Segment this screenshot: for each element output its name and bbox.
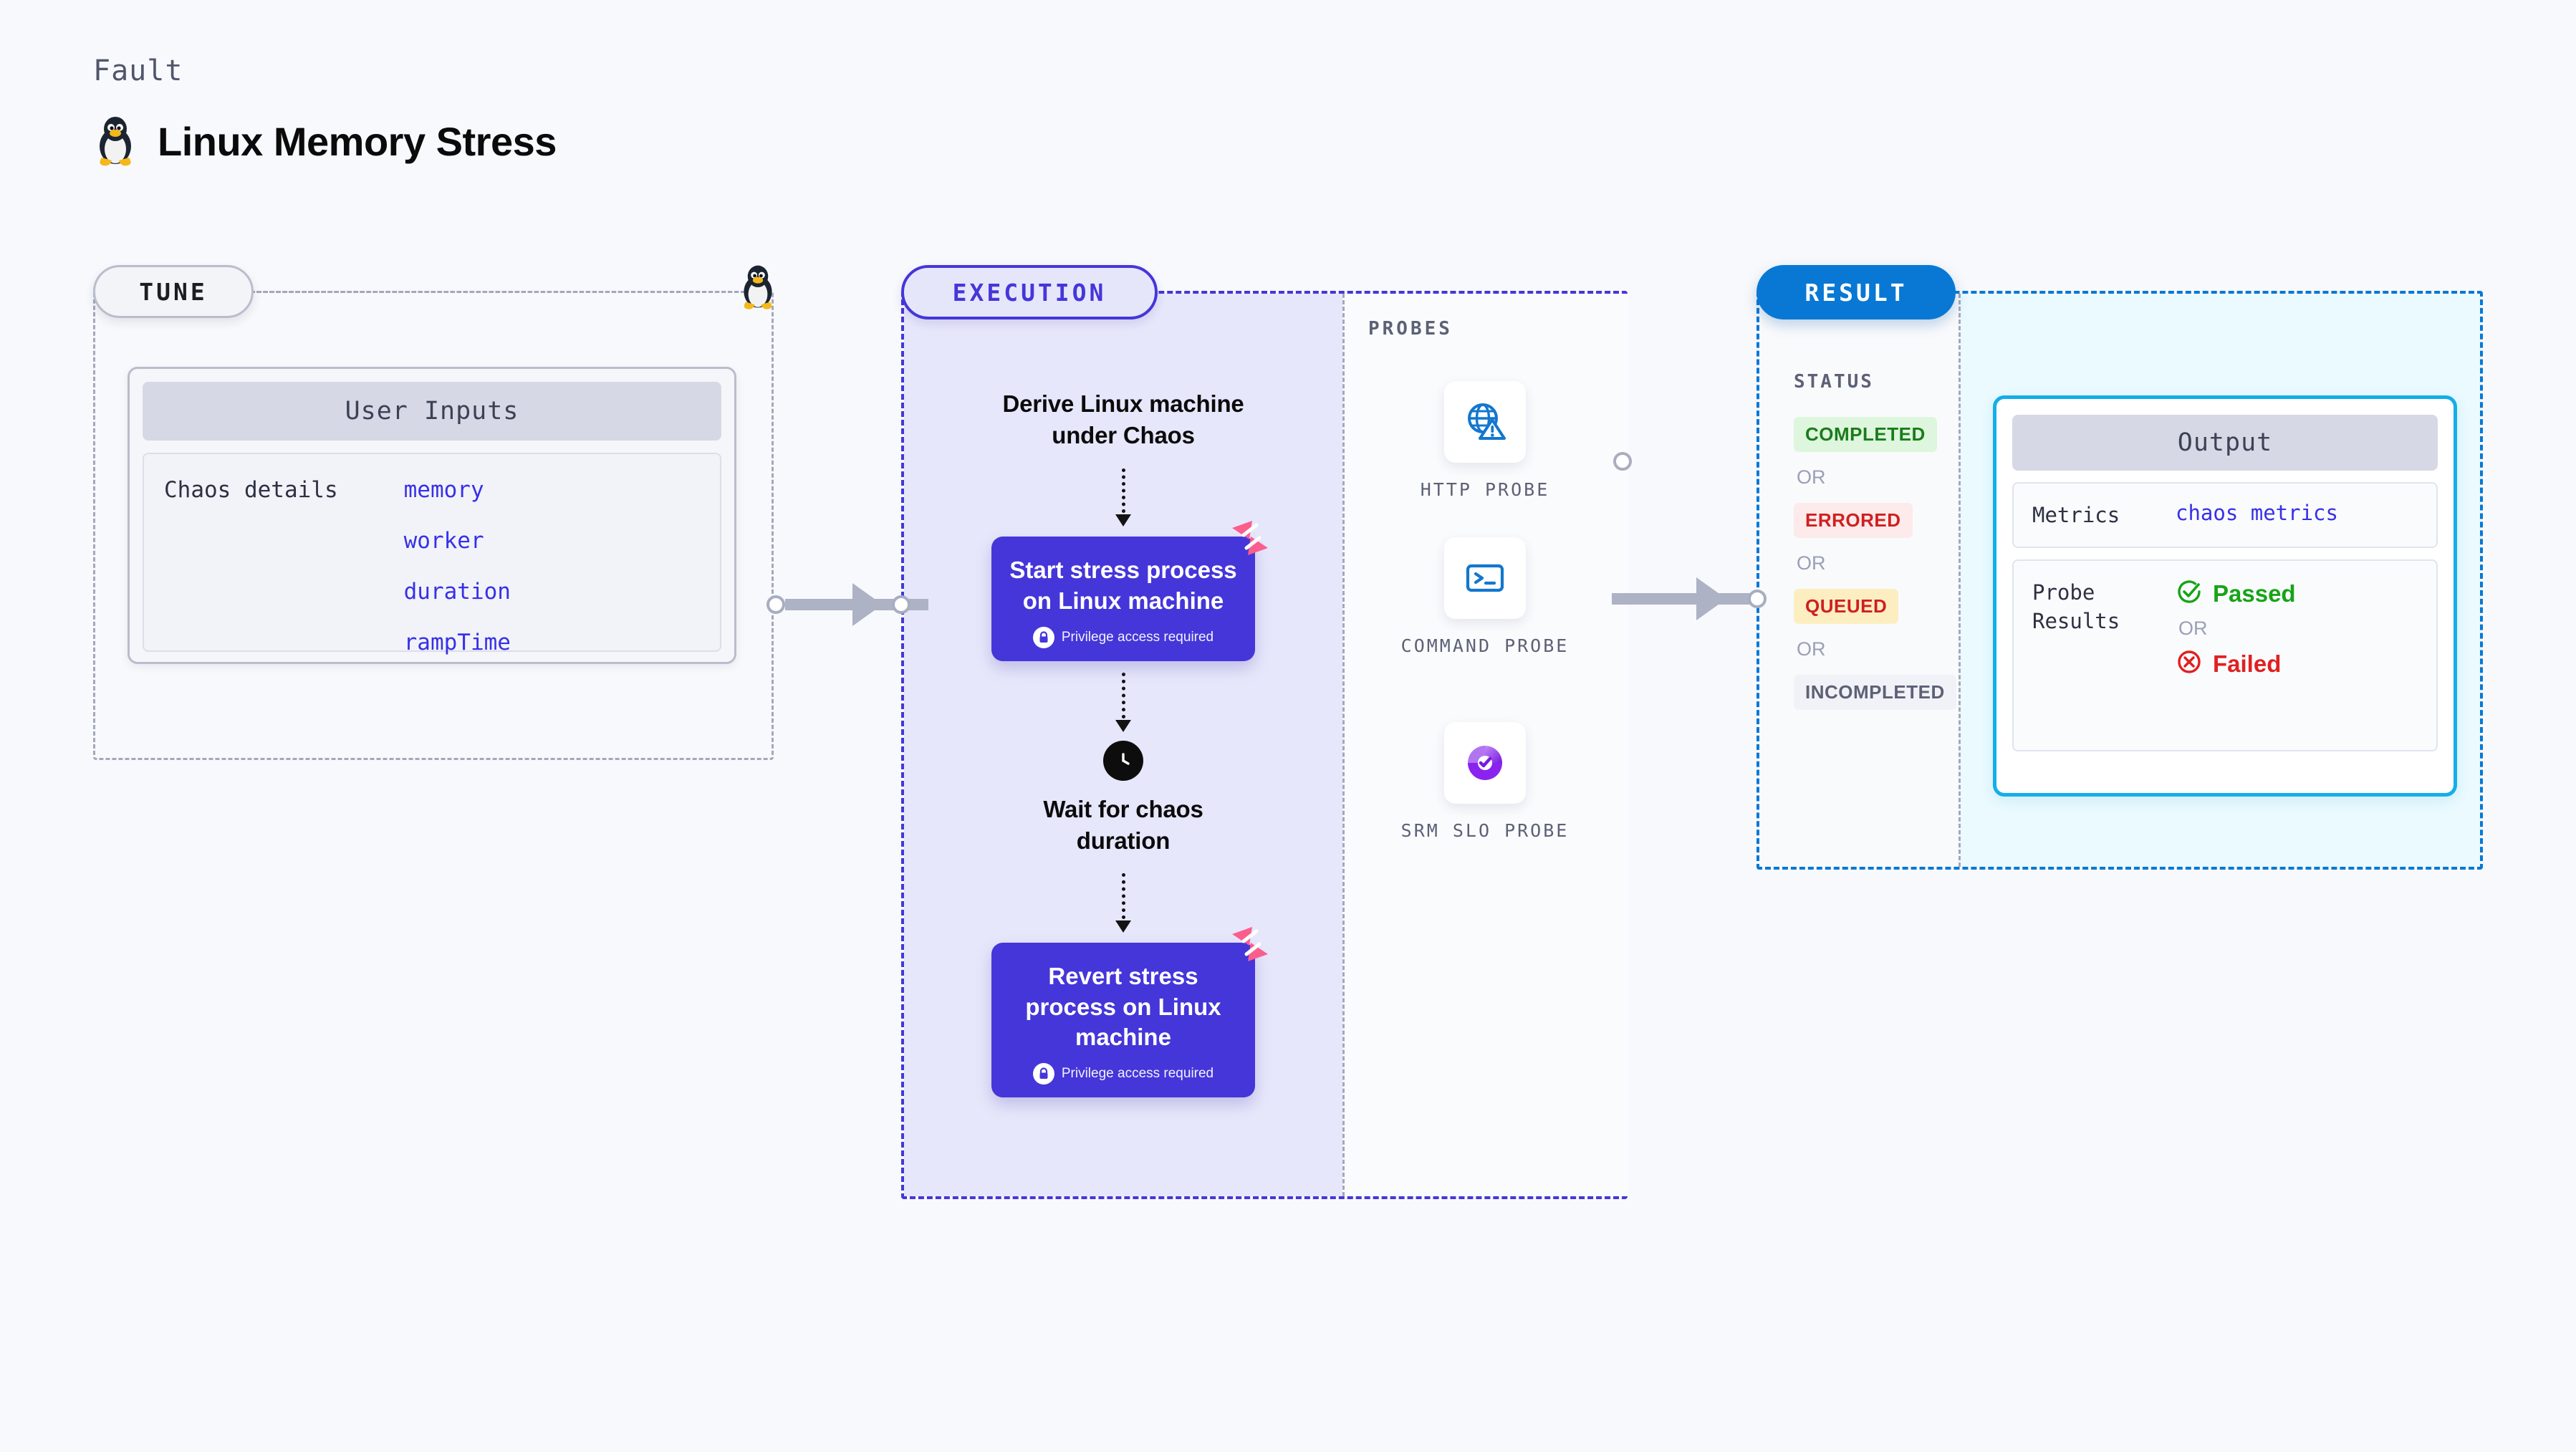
execution-region: PROBES HTTP PROBE bbox=[901, 291, 1628, 1199]
linux-penguin-icon-marker bbox=[738, 264, 778, 314]
lock-icon bbox=[1032, 1063, 1054, 1085]
lock-icon bbox=[1032, 627, 1054, 649]
step-wait-duration: Wait for chaos duration bbox=[1043, 796, 1203, 855]
user-inputs-card: User Inputs Chaos details memory worker … bbox=[128, 367, 736, 664]
port-dot-result-in bbox=[1748, 590, 1767, 608]
clock-icon bbox=[1103, 741, 1143, 782]
harness-logo-icon bbox=[1228, 518, 1272, 558]
output-metrics-key: Metrics bbox=[2032, 503, 2120, 527]
privilege-note-text: Privilege access required bbox=[1061, 1066, 1214, 1082]
privilege-note: Privilege access required bbox=[1006, 1063, 1241, 1085]
privilege-note: Privilege access required bbox=[1006, 627, 1241, 649]
arrow-wait-to-revert bbox=[1115, 872, 1131, 933]
user-inputs-header: User Inputs bbox=[143, 382, 721, 441]
chaos-details-values: memory worker duration rampTime bbox=[403, 477, 511, 655]
harness-logo-icon bbox=[1228, 924, 1272, 964]
status-or-3: OR bbox=[1797, 638, 1826, 660]
status-column bbox=[1759, 294, 1959, 867]
status-or-1: OR bbox=[1797, 466, 1826, 488]
chaos-value-memory: memory bbox=[403, 477, 484, 503]
probes-column: PROBES HTTP PROBE bbox=[1342, 294, 1628, 1196]
probe-item-srm-slo[interactable]: SRM SLO PROBE bbox=[1342, 722, 1628, 844]
chaos-value-ramptime: rampTime bbox=[403, 630, 511, 655]
step-derive-machine: Derive Linux machine under Chaos bbox=[1002, 390, 1244, 449]
port-dot-execution-in bbox=[892, 595, 910, 614]
probe-label-http: HTTP PROBE bbox=[1420, 479, 1550, 500]
chaos-details-label: Chaos details bbox=[164, 477, 338, 503]
check-circle-icon bbox=[2176, 578, 2203, 609]
terminal-icon bbox=[1444, 537, 1526, 619]
probe-passed-label: Passed bbox=[2213, 580, 2296, 607]
globe-warning-icon bbox=[1444, 381, 1526, 463]
action-card-title: Revert stress process on Linux machine bbox=[1025, 962, 1221, 1051]
action-card-start-stress[interactable]: Start stress process on Linux machine Pr… bbox=[991, 521, 1268, 662]
probe-label-srm-slo: SRM SLO PROBE bbox=[1400, 820, 1570, 841]
probe-result-failed: Failed bbox=[2176, 648, 2296, 679]
probe-item-http[interactable]: HTTP PROBE bbox=[1342, 381, 1628, 503]
arrow-start-to-wait bbox=[1115, 673, 1131, 733]
port-dot-execution-out bbox=[1613, 452, 1632, 471]
status-label: STATUS bbox=[1794, 371, 1874, 393]
result-pill: RESULT bbox=[1756, 265, 1956, 319]
slo-donut-check-icon bbox=[1444, 722, 1526, 804]
output-row-metrics: Metrics chaos metrics bbox=[2012, 482, 2438, 549]
fault-title-row: Linux Memory Stress bbox=[93, 115, 557, 168]
action-card-revert-stress[interactable]: Revert stress process on Linux machine P… bbox=[991, 926, 1268, 1098]
chaos-value-duration: duration bbox=[403, 579, 511, 605]
probe-result-passed: Passed bbox=[2176, 578, 2296, 609]
privilege-note-text: Privilege access required bbox=[1061, 630, 1214, 645]
execution-steps-column: Derive Linux machine under Chaos Start s… bbox=[904, 294, 1342, 1196]
output-row-probe-results: Probe Results Passed OR bbox=[2012, 559, 2438, 752]
chaos-value-worker: worker bbox=[403, 528, 484, 554]
execution-pill: EXECUTION bbox=[901, 265, 1158, 319]
tune-top-dashed-line bbox=[256, 291, 758, 293]
output-card: Output Metrics chaos metrics Probe Resul… bbox=[1993, 395, 2457, 797]
status-or-2: OR bbox=[1797, 552, 1826, 574]
probes-divider bbox=[1342, 294, 1345, 1196]
probe-result-values: Passed OR Failed bbox=[2176, 578, 2296, 733]
probe-label-command: COMMAND PROBE bbox=[1400, 635, 1570, 656]
output-metrics-value: chaos metrics bbox=[2176, 501, 2338, 525]
chaos-details-box: Chaos details memory worker duration ram… bbox=[143, 453, 721, 655]
status-badge-errored: ERRORED bbox=[1794, 503, 1913, 538]
arrow-derive-to-start bbox=[1115, 468, 1131, 527]
fault-eyebrow-label: Fault bbox=[93, 54, 183, 87]
status-badge-incompleted: INCOMPLETED bbox=[1794, 675, 1956, 710]
status-badge-list: COMPLETED OR ERRORED OR QUEUED OR INCOMP… bbox=[1794, 417, 1956, 710]
action-card-title: Start stress process on Linux machine bbox=[1009, 557, 1237, 615]
page-title: Linux Memory Stress bbox=[158, 118, 557, 164]
output-probe-results-key: Probe Results bbox=[2032, 580, 2120, 634]
tune-pill: TUNE bbox=[93, 265, 254, 318]
probe-result-or: OR bbox=[2178, 617, 2208, 640]
output-header: Output bbox=[2012, 415, 2438, 471]
probes-label: PROBES bbox=[1368, 318, 1453, 340]
status-badge-completed: COMPLETED bbox=[1794, 417, 1937, 452]
status-divider bbox=[1959, 294, 1961, 867]
probe-failed-label: Failed bbox=[2213, 650, 2282, 677]
status-badge-queued: QUEUED bbox=[1794, 589, 1899, 624]
x-circle-icon bbox=[2176, 648, 2203, 679]
linux-penguin-icon bbox=[93, 115, 138, 168]
port-dot-tune-out bbox=[766, 595, 785, 614]
probe-item-command[interactable]: COMMAND PROBE bbox=[1342, 537, 1628, 659]
